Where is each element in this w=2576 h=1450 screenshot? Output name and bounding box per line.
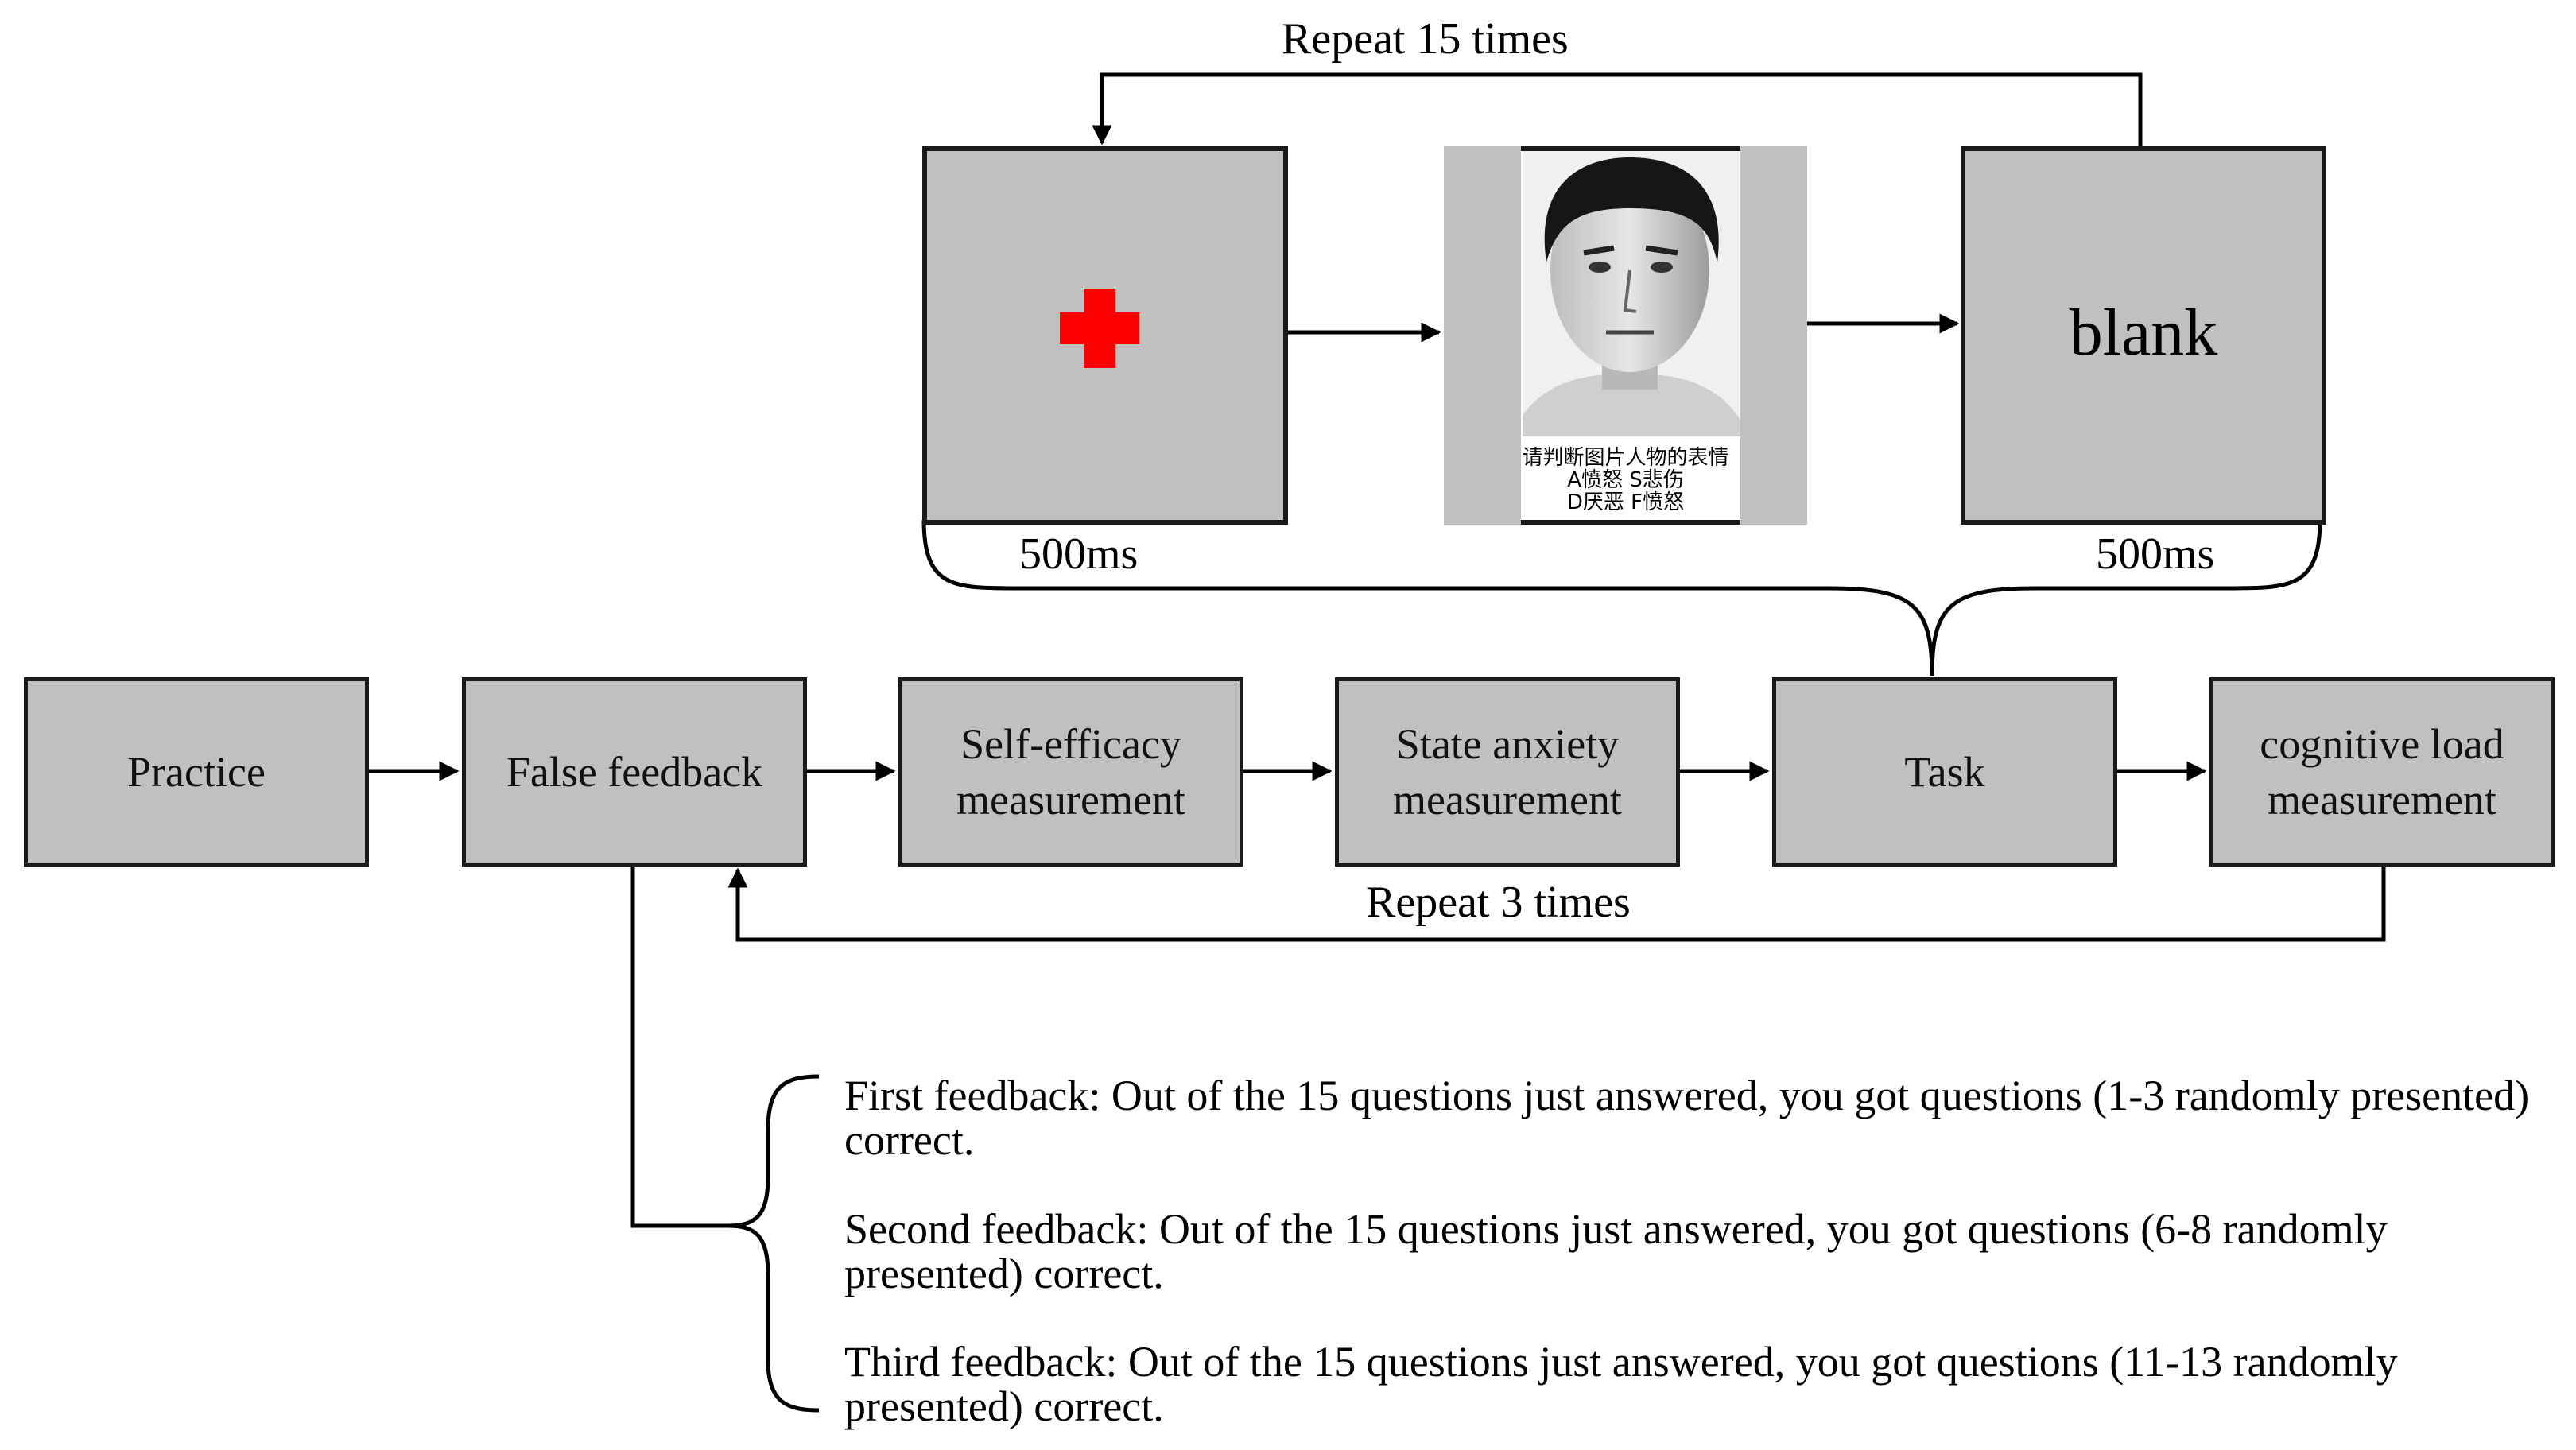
face-photo	[1523, 150, 1740, 436]
expression-prompt-line-2: A愤怒 S悲伤	[1567, 468, 1684, 492]
blank-label: blank	[2069, 296, 2218, 370]
step-practice: Practice	[24, 677, 369, 867]
repeat-15-loop-arrow	[1092, 72, 2143, 149]
step-cognitive-load: cognitive load measurement	[2209, 677, 2555, 867]
trial-brace	[921, 519, 1934, 677]
feedback-connector	[630, 865, 727, 1228]
repeat-15-label: Repeat 15 times	[1282, 14, 1569, 64]
step-state-anxiety: State anxiety measurement	[1335, 677, 1680, 867]
feedback-brace	[727, 1074, 820, 1413]
repeat-3-label: Repeat 3 times	[1366, 878, 1631, 927]
step-task: Task	[1772, 677, 2117, 867]
blank-screen: blank	[1961, 146, 2326, 525]
fixation-duration-label: 500ms	[1019, 529, 1139, 579]
step-self-efficacy: Self-efficacy measurement	[898, 677, 1243, 867]
blank-duration-label: 500ms	[2096, 529, 2215, 579]
step-false-feedback: False feedback	[462, 677, 807, 867]
feedback-second: Second feedback: Out of the 15 questions…	[844, 1205, 2388, 1297]
repeat-3-loop-arrow	[727, 865, 2386, 942]
fixation-screen	[922, 146, 1288, 525]
feedback-first: First feedback: Out of the 15 questions …	[844, 1072, 2530, 1164]
face-stimulus-screen: 请判断图片人物的表情 A愤怒 S悲伤 D厌恶 F愤怒	[1444, 146, 1807, 525]
expression-prompt-line-1: 请判断图片人物的表情	[1522, 446, 1729, 470]
expression-prompt-line-3: D厌恶 F愤怒	[1566, 490, 1685, 514]
feedback-third: Third feedback: Out of the 15 questions …	[844, 1338, 2398, 1430]
